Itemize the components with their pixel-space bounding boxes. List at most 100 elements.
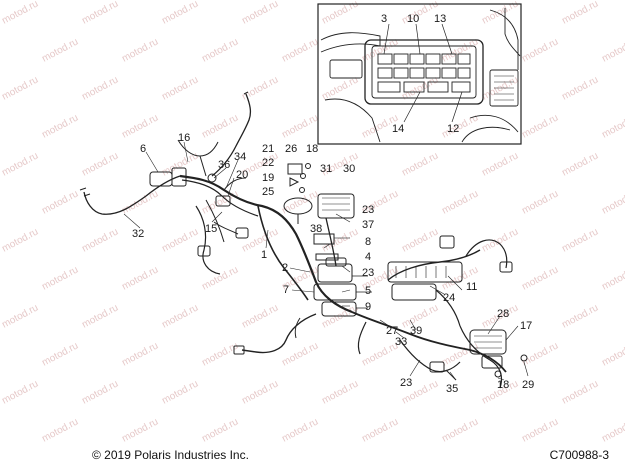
watermark-text: motod.ru — [320, 378, 360, 406]
callout-2: 2 — [282, 262, 288, 274]
callout-labels: 3 10 13 14 12 16 6 36 34 20 15 32 1 21 2… — [132, 13, 534, 395]
watermark-text: motod.ru — [480, 74, 520, 102]
harness-line-art — [79, 91, 529, 389]
watermark-text: motod.ru — [520, 112, 560, 140]
watermark-text: motod.ru — [0, 378, 40, 406]
leader-lines — [123, 141, 529, 381]
callout-12: 12 — [447, 123, 459, 135]
watermark-text: motod.ru — [0, 74, 40, 102]
watermark-text: motod.ru — [80, 0, 120, 27]
watermark-text: motod.ru — [440, 188, 480, 216]
callout-32: 32 — [132, 228, 144, 240]
watermark-text: motod.ru — [520, 340, 560, 368]
callout-9: 9 — [365, 301, 371, 313]
fuse-box — [364, 39, 484, 105]
callout-15: 15 — [205, 223, 217, 235]
watermark-text: motod.ru — [400, 226, 440, 254]
watermark-text: motod.ru — [320, 74, 360, 102]
watermark-text: motod.ru — [200, 340, 240, 368]
fuse-box-inset — [317, 3, 522, 145]
callout-23-lower: 23 — [400, 377, 412, 389]
watermark-text: motod.ru — [120, 416, 160, 444]
callout-18-bottom: 18 — [497, 379, 509, 391]
callout-4: 4 — [365, 251, 371, 263]
watermark-text: motod.ru — [80, 378, 120, 406]
watermark-text: motod.ru — [280, 112, 320, 140]
watermark-text: motod.ru — [80, 226, 120, 254]
callout-34: 34 — [234, 151, 246, 163]
watermark-text: motod.ru — [240, 378, 280, 406]
callout-18-top: 18 — [306, 143, 318, 155]
watermark-text: motod.ru — [200, 112, 240, 140]
callout-11: 11 — [466, 281, 477, 293]
watermark-text: motod.ru — [280, 416, 320, 444]
callout-36: 36 — [218, 159, 230, 171]
callout-25: 25 — [262, 186, 274, 198]
watermark-text: motod.ru — [600, 112, 625, 140]
watermark-text: motod.ru — [280, 340, 320, 368]
watermark-text: motod.ru — [440, 416, 480, 444]
watermark-text: motod.ru — [600, 340, 625, 368]
callout-20: 20 — [236, 169, 248, 181]
callout-14: 14 — [392, 123, 404, 135]
watermark-text: motod.ru — [160, 378, 200, 406]
watermark-text: motod.ru — [520, 264, 560, 292]
watermark-text: motod.ru — [80, 150, 120, 178]
watermark-text: motod.ru — [600, 264, 625, 292]
watermark-text: motod.ru — [280, 36, 320, 64]
watermark-text: motod.ru — [560, 226, 600, 254]
watermark-text: motod.ru — [520, 188, 560, 216]
watermark-text: motod.ru — [40, 340, 80, 368]
watermark-text: motod.ru — [280, 188, 320, 216]
watermark-text: motod.ru — [40, 416, 80, 444]
watermark-text: motod.ru — [40, 112, 80, 140]
watermark-text: motod.ru — [240, 302, 280, 330]
watermark-text: motod.ru — [240, 74, 280, 102]
callout-33: 33 — [395, 336, 407, 348]
callout-39: 39 — [410, 325, 422, 337]
figure-id: C700988-3 — [549, 448, 609, 462]
watermark-text: motod.ru — [0, 150, 40, 178]
watermark-text: motod.ru — [160, 226, 200, 254]
watermark-text: motod.ru — [560, 302, 600, 330]
watermark-text: motod.ru — [200, 36, 240, 64]
callout-13: 13 — [434, 13, 446, 25]
callout-1: 1 — [261, 249, 267, 261]
watermark-text: motod.ru — [80, 302, 120, 330]
callout-29: 29 — [522, 379, 534, 391]
callout-5: 5 — [365, 285, 371, 297]
watermark-text: motod.ru — [600, 416, 625, 444]
watermark-text: motod.ru — [600, 36, 625, 64]
watermark-text: motod.ru — [200, 416, 240, 444]
watermark-text: motod.ru — [560, 378, 600, 406]
callout-6: 6 — [140, 143, 146, 155]
callout-21: 21 — [262, 143, 274, 155]
watermark-text: motod.ru — [160, 302, 200, 330]
watermark-text: motod.ru — [120, 264, 160, 292]
callout-10: 10 — [407, 13, 419, 25]
watermark-text: motod.ru — [120, 340, 160, 368]
watermark-text: motod.ru — [520, 36, 560, 64]
watermark-text: motod.ru — [120, 36, 160, 64]
watermark-text: motod.ru — [0, 226, 40, 254]
callout-22: 22 — [262, 157, 274, 169]
callout-23-middle: 23 — [362, 267, 374, 279]
callout-24: 24 — [443, 292, 455, 304]
callout-38: 38 — [310, 223, 322, 235]
inset-frame — [317, 3, 522, 145]
watermark-text: motod.ru — [240, 0, 280, 27]
watermark-text: motod.ru — [600, 188, 625, 216]
callout-31: 31 — [320, 163, 332, 175]
watermark-text: motod.ru — [200, 264, 240, 292]
watermark-text: motod.ru — [160, 0, 200, 27]
watermark-text: motod.ru — [80, 74, 120, 102]
watermark-text: motod.ru — [120, 188, 160, 216]
callout-3: 3 — [381, 13, 387, 25]
watermark-text: motod.ru — [40, 188, 80, 216]
watermark-text: motod.ru — [160, 74, 200, 102]
watermark-text: motod.ru — [560, 74, 600, 102]
watermark-text: motod.ru — [0, 302, 40, 330]
callout-8: 8 — [365, 236, 371, 248]
